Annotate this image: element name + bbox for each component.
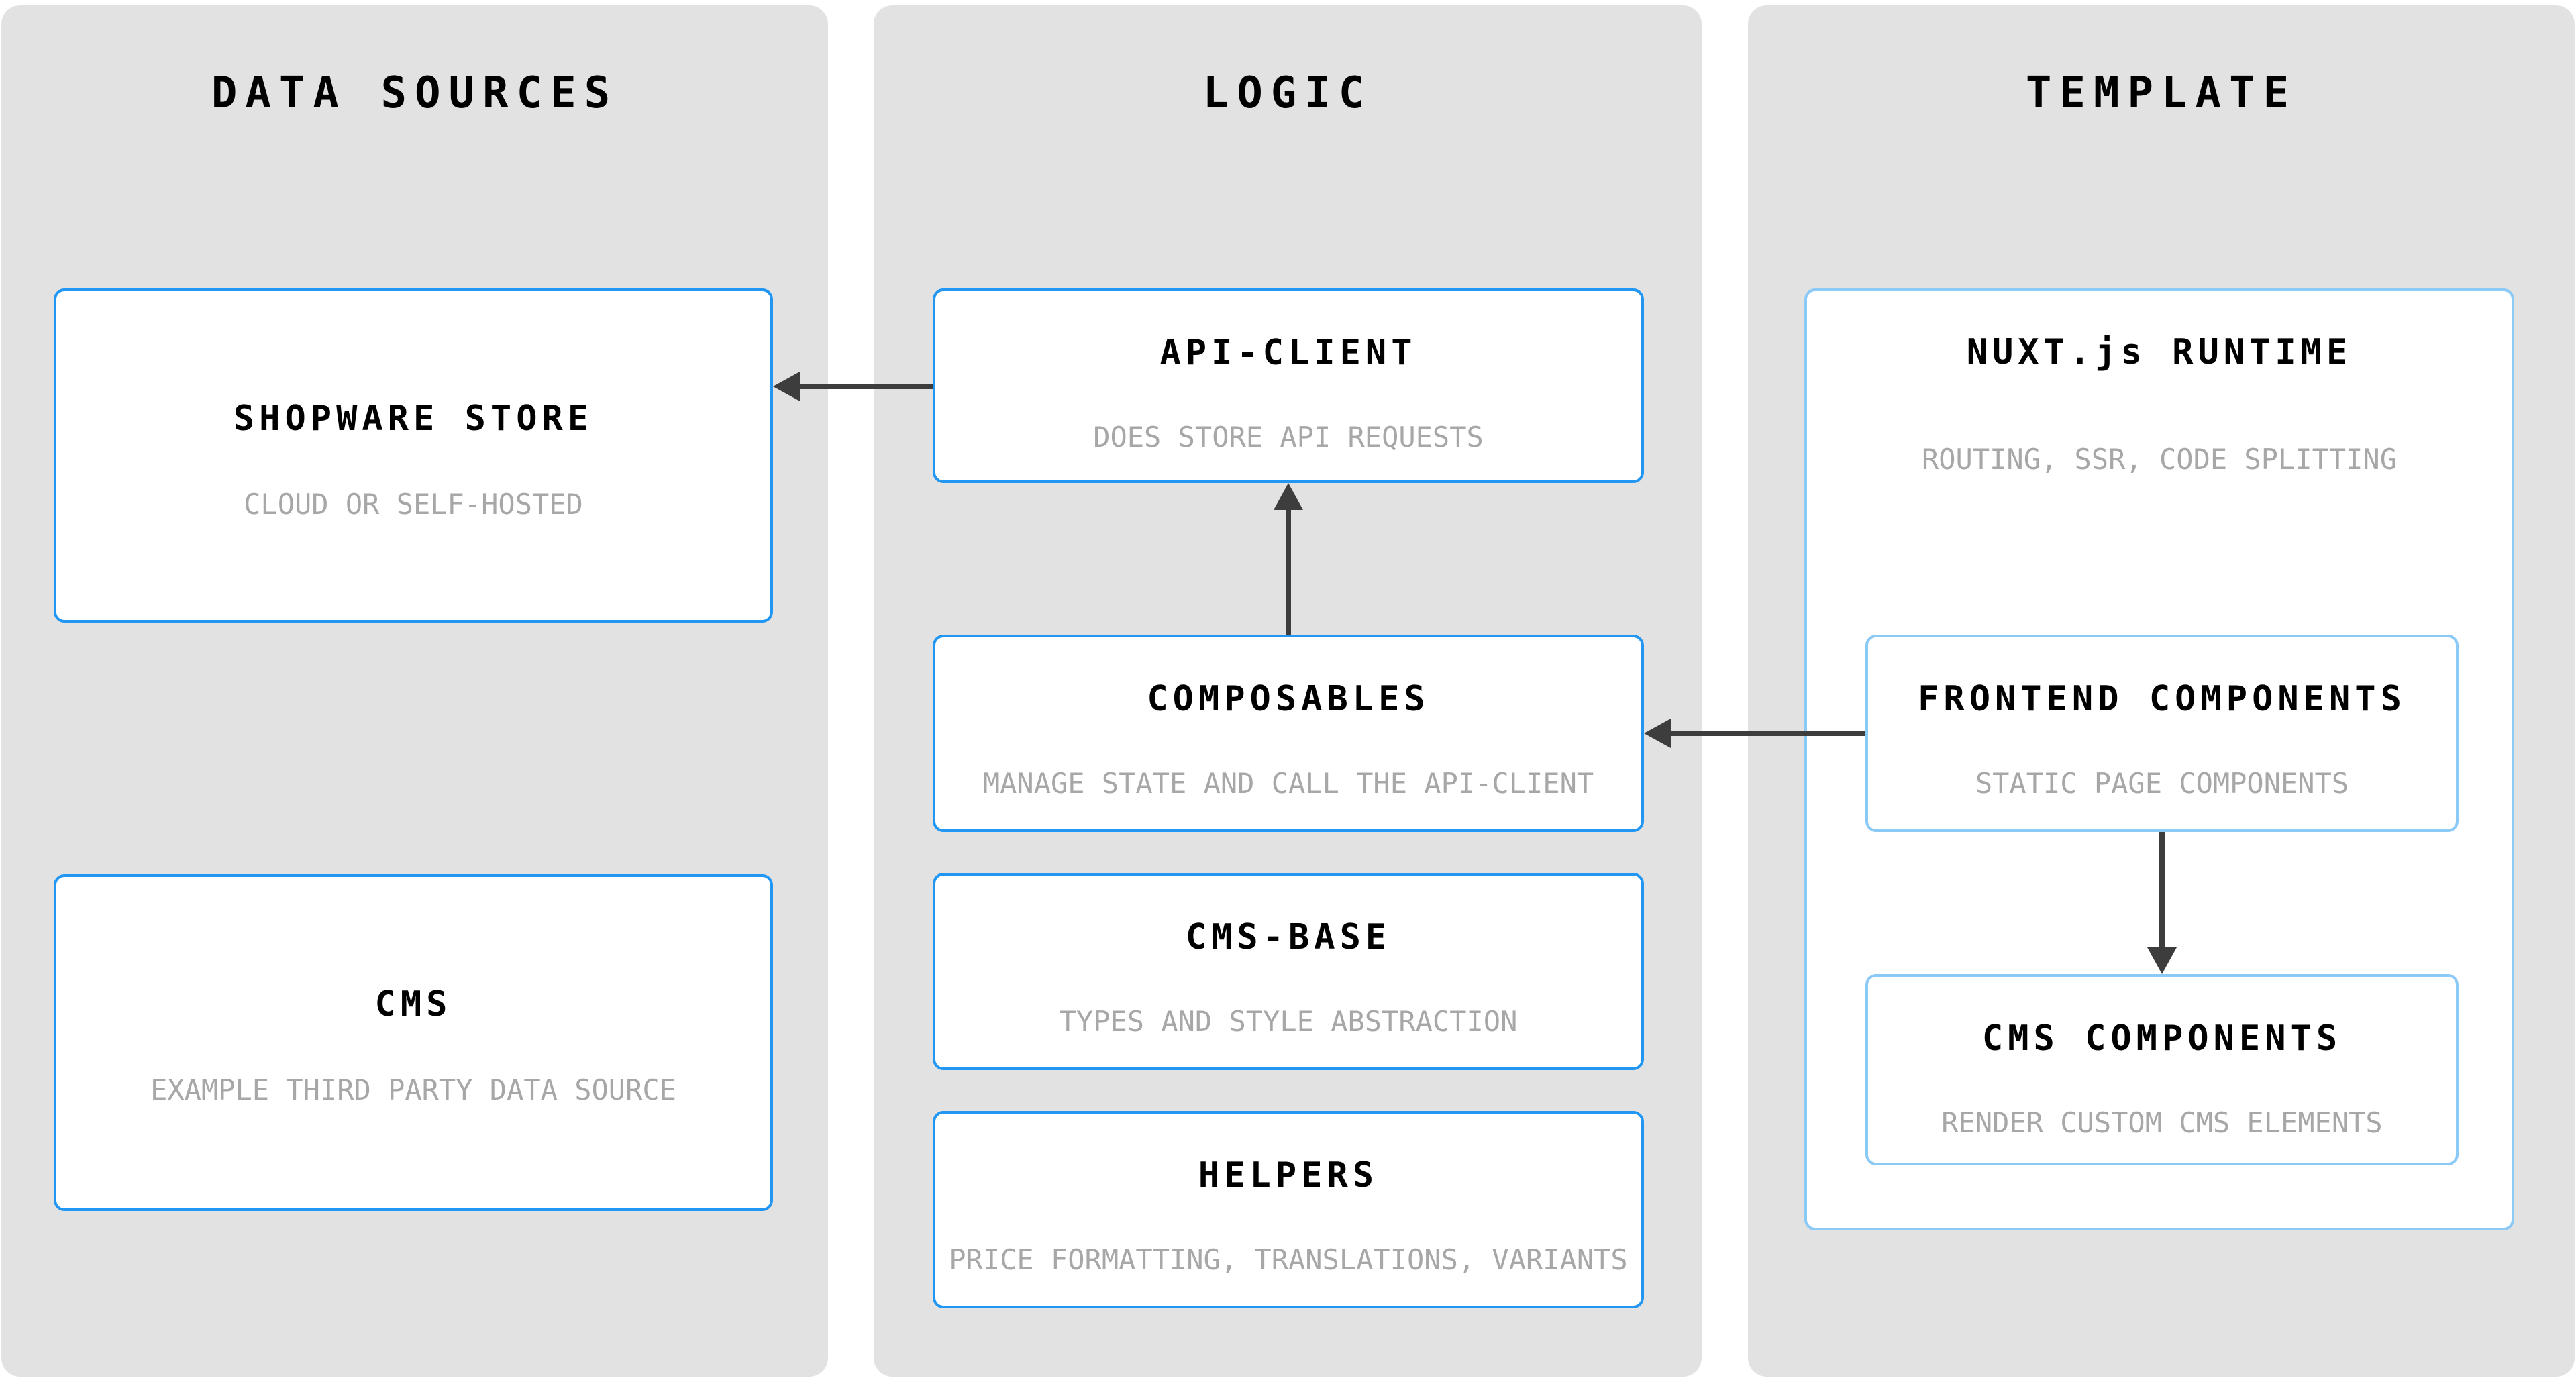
arrowhead-left-icon — [1644, 719, 1671, 748]
arrowhead-down-icon — [2147, 947, 2177, 974]
column-header-data-sources: DATA SOURCES — [211, 68, 619, 118]
arrow-line — [800, 384, 933, 389]
node-subtitle: EXAMPLE THIRD PARTY DATA SOURCE — [150, 1073, 676, 1106]
node-title: CMS-BASE — [1185, 917, 1392, 957]
arrow-line — [2159, 832, 2165, 947]
node-title: COMPOSABLES — [1147, 679, 1430, 719]
node-subtitle: MANAGE STATE AND CALL THE API-CLIENT — [982, 767, 1594, 800]
node-subtitle: PRICE FORMATTING, TRANSLATIONS, VARIANTS — [949, 1243, 1628, 1276]
node-title: HELPERS — [1198, 1155, 1379, 1196]
node-subtitle: DOES STORE API REQUESTS — [1093, 421, 1484, 454]
arrowhead-up-icon — [1274, 483, 1303, 510]
node-api-client: API-CLIENT DOES STORE API REQUESTS — [933, 288, 1644, 483]
node-subtitle: ROUTING, SSR, CODE SPLITTING — [1921, 443, 2397, 476]
node-title: CMS — [374, 984, 452, 1024]
node-title: FRONTEND COMPONENTS — [1918, 679, 2406, 719]
node-subtitle: STATIC PAGE COMPONENTS — [1975, 767, 2349, 800]
node-subtitle: TYPES AND STYLE ABSTRACTION — [1059, 1005, 1518, 1038]
arrow-line — [1286, 510, 1291, 635]
arrowhead-left-icon — [773, 372, 800, 401]
node-subtitle: RENDER CUSTOM CMS ELEMENTS — [1941, 1106, 2383, 1139]
arrow-line — [1671, 731, 1865, 736]
node-frontend-components: FRONTEND COMPONENTS STATIC PAGE COMPONEN… — [1865, 635, 2459, 832]
node-shopware-store: SHOPWARE STORE CLOUD OR SELF-HOSTED — [54, 288, 773, 623]
node-subtitle: CLOUD OR SELF-HOSTED — [244, 488, 583, 521]
node-title: NUXT.js RUNTIME — [1966, 332, 2353, 372]
node-cms: CMS EXAMPLE THIRD PARTY DATA SOURCE — [54, 874, 773, 1211]
column-header-logic: LOGIC — [1202, 68, 1373, 118]
node-title: SHOPWARE STORE — [233, 399, 594, 439]
node-title: API-CLIENT — [1160, 333, 1417, 373]
node-cms-base: CMS-BASE TYPES AND STYLE ABSTRACTION — [933, 873, 1644, 1070]
node-helpers: HELPERS PRICE FORMATTING, TRANSLATIONS, … — [933, 1111, 1644, 1308]
column-header-template: TEMPLATE — [2025, 68, 2298, 118]
node-title: CMS COMPONENTS — [1981, 1018, 2342, 1059]
node-cms-components: CMS COMPONENTS RENDER CUSTOM CMS ELEMENT… — [1865, 974, 2459, 1165]
node-composables: COMPOSABLES MANAGE STATE AND CALL THE AP… — [933, 635, 1644, 832]
